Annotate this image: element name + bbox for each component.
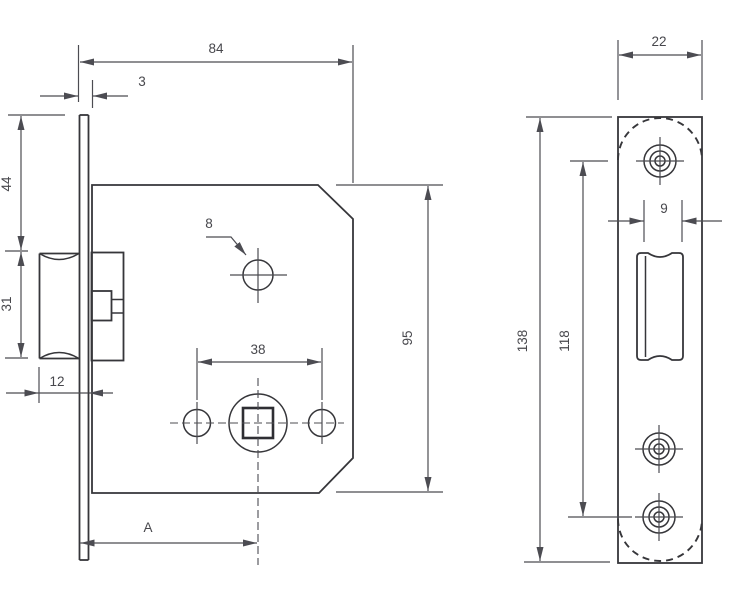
dim-top-to-latch-label: 44 [0, 176, 14, 192]
screw-hole-middle [635, 425, 683, 473]
side-view: 8 84 3 [0, 41, 443, 565]
dim-hole-spacing: 38 [196, 342, 323, 400]
dim-latch-projection: 12 [6, 367, 113, 403]
dim-body-height-label: 95 [400, 330, 415, 345]
centerlines [170, 378, 344, 565]
latch-bolt [38, 252, 80, 360]
rounded-end-top [617, 117, 703, 161]
dim-screw-spacing-label: 118 [557, 330, 572, 352]
top-fixing-hole [230, 248, 287, 303]
dim-plate-width: 22 [617, 34, 703, 100]
dim-backset: A [80, 520, 257, 547]
dim-top-to-latch: 44 [0, 114, 65, 252]
dim-body-height: 95 [336, 184, 443, 493]
rounded-end-bottom [617, 518, 703, 562]
screw-hole-top [636, 137, 684, 185]
dim-latch-height: 31 [0, 252, 28, 359]
faceplate-front [617, 116, 703, 564]
dim-latch-width: 9 [608, 200, 722, 242]
faceplate [78, 114, 90, 561]
screw-hole-bottom [635, 493, 683, 541]
lock-body [91, 184, 354, 494]
front-view: 22 9 138 118 [515, 34, 722, 564]
dim-latch-projection-label: 12 [49, 374, 64, 389]
dim-hole-spacing-label: 38 [250, 342, 265, 357]
dim-faceplate-thickness-label: 3 [138, 74, 146, 89]
latch-opening [636, 252, 684, 361]
dim-backset-label: A [143, 520, 152, 535]
dim-plate-length-label: 138 [515, 330, 530, 353]
dim-faceplate-thickness: 3 [40, 74, 146, 108]
latch-housing [90, 251, 125, 362]
dim-body-width: 84 [77, 41, 354, 183]
dim-hole-diameter-label: 8 [205, 216, 213, 231]
dim-plate-width-label: 22 [651, 34, 666, 49]
dim-body-width-label: 84 [208, 41, 224, 56]
hole-diameter-leader: 8 [205, 216, 247, 256]
dim-latch-height-label: 31 [0, 296, 14, 311]
dim-latch-width-label: 9 [660, 201, 668, 216]
dim-plate-length: 138 [515, 116, 612, 563]
dim-screw-spacing: 118 [557, 160, 632, 518]
